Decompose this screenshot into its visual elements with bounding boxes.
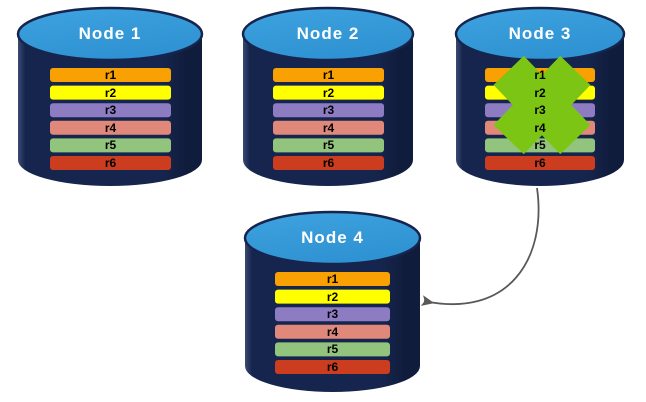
record-bar <box>273 103 384 118</box>
record-bar <box>50 138 171 153</box>
cross-stroke-b <box>493 55 591 155</box>
record-bar <box>50 85 171 100</box>
record-bar <box>275 360 390 374</box>
record-bar <box>273 68 384 82</box>
cylinder-top <box>16 6 204 62</box>
record-bar <box>273 85 384 100</box>
cylinder-top <box>243 210 422 266</box>
cylinder-top <box>241 6 415 62</box>
record-bar <box>273 120 384 135</box>
replication-arrow <box>420 187 540 306</box>
record-bar <box>275 324 390 339</box>
record-bar <box>273 138 384 153</box>
record-bar <box>275 272 390 286</box>
record-bar <box>50 103 171 118</box>
record-bar <box>485 138 595 153</box>
record-bar <box>485 156 595 170</box>
record-bar <box>50 68 171 82</box>
cylinder-top <box>454 6 626 62</box>
record-bar <box>50 156 171 170</box>
record-bar <box>275 342 390 357</box>
record-bar <box>273 156 384 170</box>
failure-cross-icon <box>493 55 591 155</box>
record-bar <box>275 289 390 304</box>
record-bar <box>50 120 171 135</box>
record-bar <box>275 307 390 322</box>
